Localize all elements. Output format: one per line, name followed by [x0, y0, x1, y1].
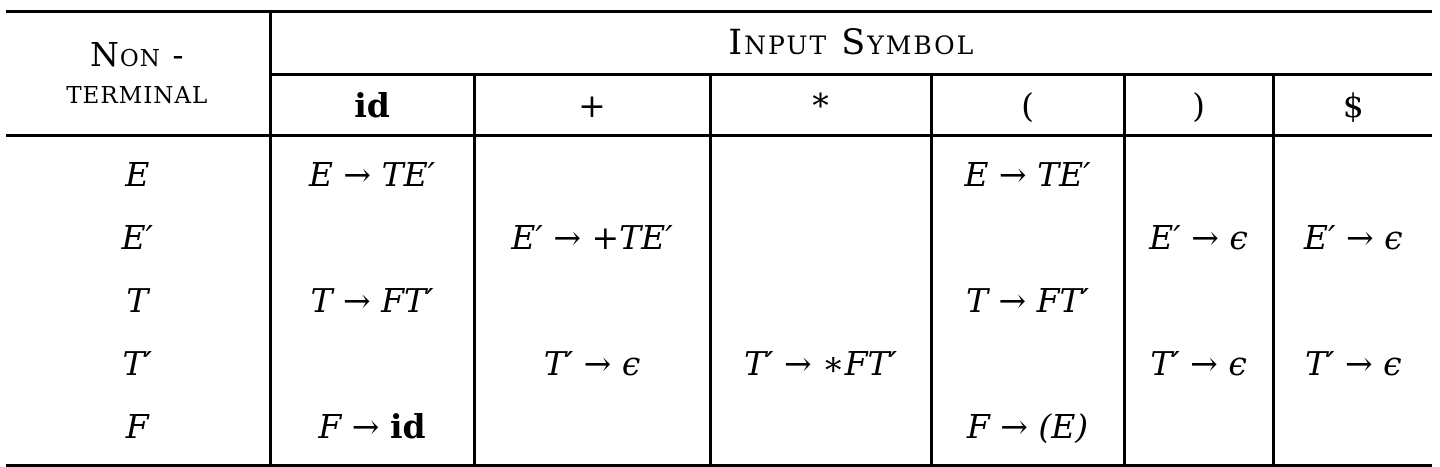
table-cell	[1273, 269, 1432, 332]
table-cell: E′ → +TE′	[474, 206, 712, 269]
table-cell	[270, 332, 476, 395]
table-cell: T → FT′	[270, 269, 476, 332]
symbol-header-star: *	[710, 73, 933, 137]
nonterminal-header-line2: terminal	[66, 71, 209, 111]
table-cell: T′ → ϵ	[1304, 344, 1402, 383]
table-cell	[1273, 136, 1432, 207]
table-cell: T′ → ∗FT′	[710, 332, 933, 395]
nonterminal-cell: T	[6, 269, 272, 332]
table-row: E E → TE′ E → TE′	[6, 135, 1432, 207]
symbol-header-id: id	[270, 73, 476, 137]
header-row-symbols: id + * ( ) $	[6, 73, 1433, 137]
table-cell	[710, 206, 933, 269]
input-symbol-header: Input Symbol	[270, 10, 1433, 75]
table-row: F F → id F → (E)	[6, 395, 1433, 467]
symbol-header-plus: +	[474, 73, 712, 137]
nonterminal-cell: E′	[6, 206, 272, 269]
table-cell	[1124, 395, 1275, 467]
table-cell: F → (E)	[931, 395, 1126, 467]
table-cell	[710, 395, 933, 467]
terminal-id: id	[389, 407, 426, 446]
table-cell	[710, 135, 933, 206]
symbol-header-dollar: $	[1273, 73, 1433, 137]
table-cell	[1124, 135, 1275, 206]
table-row: T′ T′ → ϵ T′ → ∗FT′ T′ → ϵ T′ → ϵ	[6, 332, 1432, 395]
table-cell	[1124, 269, 1275, 332]
table-cell: E′ → ϵ	[1124, 206, 1275, 269]
table-cell: E′ → ϵ	[1303, 218, 1403, 257]
table-row: E′ E′ → +TE′ E′ → ϵ E′ → ϵ	[6, 206, 1432, 269]
table-cell	[474, 269, 712, 332]
nonterminal-header: Non - terminal	[6, 10, 272, 137]
symbol-header-rparen: )	[1124, 73, 1275, 137]
parsing-table-container: Non - terminal Input Symbol id + * ( ) $…	[6, 10, 1433, 467]
table-cell	[270, 206, 476, 269]
nonterminal-cell: F	[6, 395, 272, 467]
table-cell: T → FT′	[931, 269, 1126, 332]
table-cell	[474, 395, 712, 467]
table-row: T T → FT′ T → FT′	[6, 269, 1432, 332]
table-cell	[710, 269, 933, 332]
table-cell: T′ → ϵ	[474, 332, 712, 395]
nonterminal-header-line1: Non -	[90, 35, 185, 75]
symbol-header-lparen: (	[931, 73, 1126, 137]
table-cell: E → TE′	[931, 135, 1126, 206]
table-cell: F → id	[270, 395, 476, 467]
table-cell	[474, 135, 712, 206]
table-cell: T′ → ϵ	[1124, 332, 1275, 395]
nonterminal-cell: E	[6, 135, 272, 206]
table-cell: E → TE′	[270, 135, 476, 206]
table-cell	[931, 206, 1126, 269]
predictive-parsing-table: Non - terminal Input Symbol id + * ( ) $…	[6, 10, 1433, 467]
table-cell	[931, 332, 1126, 395]
nonterminal-cell: T′	[6, 332, 272, 395]
header-row-top: Non - terminal Input Symbol	[6, 10, 1433, 137]
table-cell	[1273, 395, 1433, 467]
